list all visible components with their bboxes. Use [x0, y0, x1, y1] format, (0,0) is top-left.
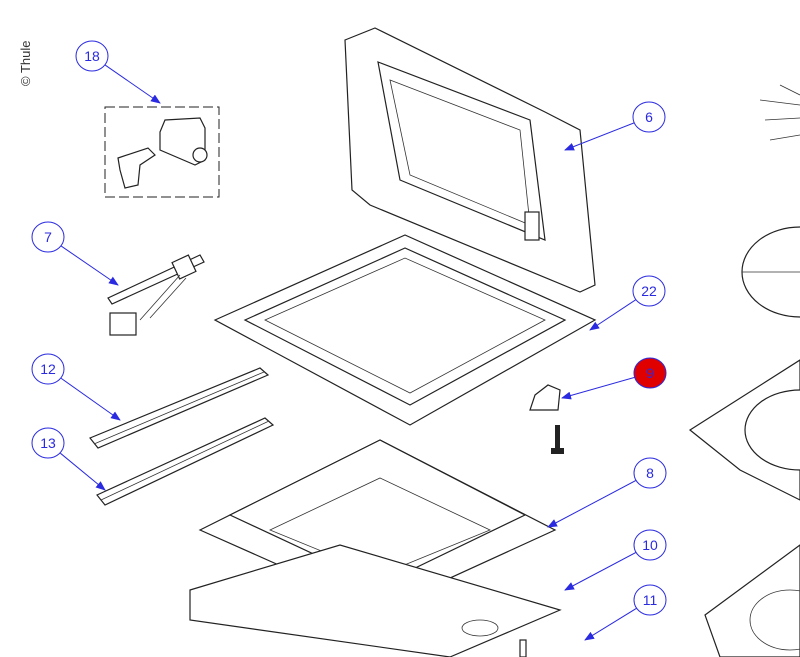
callout-circle	[632, 275, 666, 307]
leader-line	[60, 377, 121, 421]
part-22-frame	[213, 234, 597, 426]
leader-line	[547, 480, 637, 528]
leader-line	[564, 552, 637, 591]
leader-line	[60, 452, 106, 491]
leader-line	[60, 245, 119, 286]
callout-circle	[633, 457, 667, 489]
callout-circle	[75, 40, 109, 72]
callout-circle	[632, 101, 666, 133]
callout-circle	[633, 529, 667, 561]
fan-assembly	[688, 84, 800, 657]
callout-12: 12	[31, 353, 121, 421]
callout-circle	[633, 357, 667, 389]
leader-line	[564, 122, 635, 151]
callout-13: 13	[31, 427, 106, 491]
leader-line	[561, 376, 635, 400]
callout-18: 18	[75, 40, 161, 104]
part-12-rail	[89, 367, 270, 449]
callout-circle	[31, 221, 65, 253]
callout-label: 9	[646, 365, 654, 381]
callout-label: 22	[641, 283, 657, 299]
leader-line	[584, 607, 637, 641]
leader-line	[589, 299, 636, 331]
callout-label: 7	[44, 229, 52, 245]
part-9-bracket	[529, 384, 564, 454]
leader-line	[104, 64, 161, 104]
callout-label: 6	[645, 109, 653, 125]
callout-circle	[31, 427, 65, 459]
part-13-rail	[96, 417, 275, 506]
callout-10: 10	[564, 529, 667, 591]
part-18-clips	[104, 106, 220, 198]
callout-11: 11	[584, 584, 667, 641]
callout-label: 13	[40, 435, 56, 451]
part-6-lid	[344, 27, 596, 293]
callout-9: 9	[561, 357, 667, 400]
callout-7: 7	[31, 221, 119, 286]
callout-circle	[633, 584, 667, 616]
callout-label: 12	[40, 361, 56, 377]
callout-label: 10	[642, 537, 658, 553]
callout-label: 8	[646, 465, 654, 481]
part-11-screw	[519, 639, 527, 657]
part-10-ceiling-frame	[189, 544, 562, 657]
callout-label: 18	[84, 48, 100, 64]
callout-label: 11	[643, 592, 658, 608]
part-7-crank-rod	[107, 254, 205, 336]
callout-8: 8	[547, 457, 667, 528]
callout-22: 22	[589, 275, 666, 331]
callout-6: 6	[564, 101, 666, 151]
callout-circle	[31, 353, 65, 385]
